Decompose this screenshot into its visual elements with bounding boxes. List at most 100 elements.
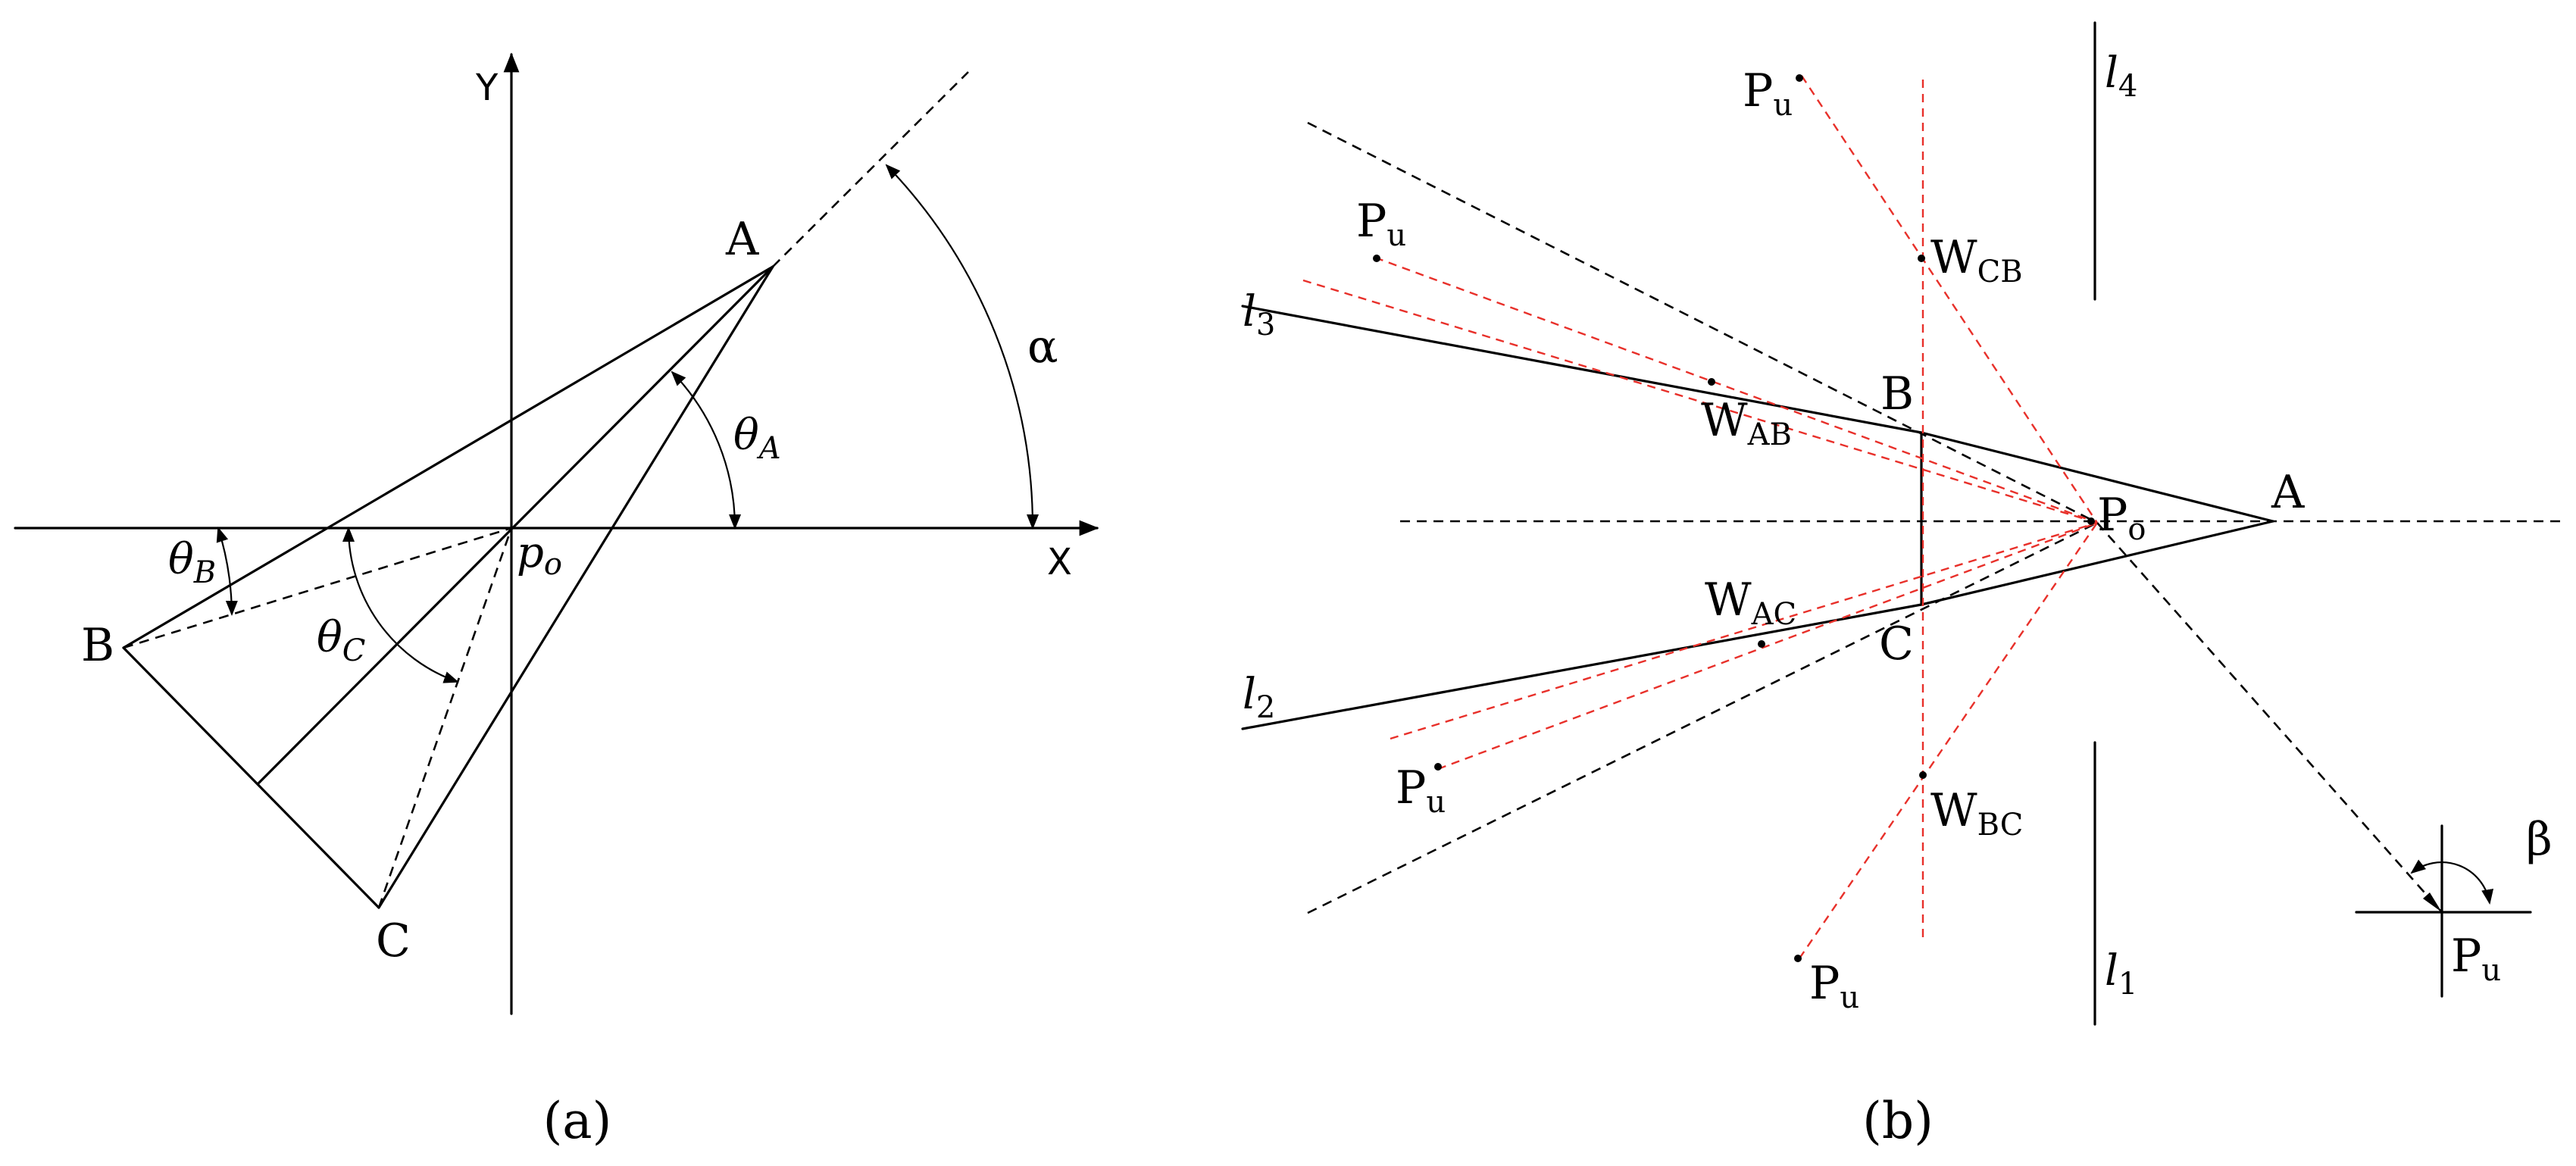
y-axis-label: Y [475, 67, 499, 109]
pu-lower-left-main-text: P [1396, 761, 1426, 814]
edge-b-c [122, 646, 380, 909]
vertex-b-label: B [81, 619, 114, 672]
w-bc-subscript: BC [1977, 808, 2024, 842]
theta-b-subscript: B [193, 555, 216, 590]
theta-b-label: θB [168, 535, 216, 590]
l1-main-text: l [2105, 946, 2118, 996]
median-line [256, 265, 774, 786]
theta-a-main-text: θ [733, 411, 759, 460]
pu-top-main-text: P [1743, 64, 1773, 117]
l3-subscript: 3 [1256, 308, 1275, 342]
pu-label-lower-left: Pu [1396, 761, 1446, 820]
l2-main-text: l [1243, 670, 1256, 719]
po-to-pu-dashed [2096, 522, 2443, 913]
pu-top-subscript: u [1773, 88, 1793, 123]
theta-a-label: θA [733, 411, 781, 466]
pu-label-bottom: Pu [1809, 957, 1859, 1015]
vertex-c-label: C [376, 914, 411, 967]
theta-c-label: θC [317, 613, 365, 668]
pu-label-upper-left: Pu [1356, 195, 1406, 253]
po-point [2087, 517, 2095, 525]
l4-label: l4 [2105, 48, 2137, 104]
origin-main-text: p [517, 528, 544, 577]
panel-a: Y X A B C α po θA θB θC (a) [14, 52, 1099, 1150]
pu-point-bottom [1794, 955, 1802, 962]
theta-a-subscript: A [756, 431, 781, 466]
edge-c-a [1920, 520, 2274, 606]
x-axis-label: X [1047, 541, 1072, 583]
pu-point-lower-left [1434, 763, 1442, 771]
wall-l3 [1241, 305, 1923, 434]
l1-label: l1 [2105, 946, 2137, 1002]
vertex-a-label: A [725, 213, 759, 266]
po-subscript: o [2127, 512, 2146, 547]
beta-arc [2410, 859, 2494, 905]
edge-b-a [122, 265, 774, 649]
upper-diagonal-dashed [1307, 121, 2098, 524]
w-cb-subscript: CB [1977, 255, 2023, 289]
vertex-c-label-b: C [1879, 617, 1914, 671]
pu-label-top: Pu [1743, 64, 1793, 123]
w-bc-main-text: W [1930, 784, 1977, 837]
w-cb-main-text: W [1930, 231, 1977, 284]
po-main-text: P [2097, 489, 2127, 542]
edge-b-a [1920, 431, 2274, 523]
pu-beta-main-text: P [2451, 930, 2481, 983]
red-line-upper-pu-b [1302, 279, 2098, 524]
pu-bottom-main-text: P [1809, 957, 1840, 1010]
theta-c-subscript: C [342, 633, 366, 668]
w-ac-main-text: W [1705, 574, 1752, 627]
red-line-top-pu [1800, 75, 2099, 524]
theta-c-arc [342, 527, 459, 683]
w-bc-point [1919, 771, 1927, 779]
wall-l2 [1241, 603, 1923, 730]
l3-main-text: l [1243, 287, 1256, 336]
pu-label-beta: Pu [2451, 930, 2501, 988]
l4-main-text: l [2105, 48, 2118, 98]
red-line-lower-pu-a [1437, 521, 2098, 771]
theta-b-arc [216, 527, 238, 616]
w-cb-label: WCB [1930, 231, 2023, 289]
po-label: Po [2097, 489, 2146, 547]
pu-point-upper-left [1373, 255, 1380, 262]
l1-subscript: 1 [2118, 967, 2137, 1002]
theta-b-main-text: θ [168, 535, 194, 584]
beta-label: β [2526, 813, 2553, 866]
w-ab-main-text: W [1701, 394, 1748, 447]
l4-subscript: 4 [2118, 69, 2137, 104]
pu-upper-left-subscript: u [1386, 218, 1406, 253]
red-line-bottom-pu [1799, 522, 2098, 959]
w-cb-point [1918, 255, 1925, 262]
pu-arrowhead [2423, 892, 2442, 912]
red-line-upper-pu-a [1374, 256, 2098, 524]
lower-diagonal-dashed [1307, 521, 2098, 914]
pu-upper-left-main-text: P [1356, 195, 1386, 248]
w-ab-subscript: AB [1747, 417, 1792, 452]
w-ac-subscript: AC [1751, 597, 1797, 632]
panel-b: A B C β Po Pu Pu Pu Pu Pu WCB WAB [1241, 21, 2567, 1150]
l2-label: l2 [1243, 670, 1275, 725]
pu-beta-subscript: u [2481, 953, 2501, 988]
w-ac-label: WAC [1705, 574, 1796, 632]
theta-a-arc [671, 370, 742, 530]
vertex-b-label-b: B [1880, 367, 1914, 420]
alpha-label: α [1027, 320, 1058, 374]
origin-subscript: o [544, 547, 562, 582]
w-ac-point [1758, 640, 1765, 648]
pu-lower-left-subscript: u [1426, 785, 1446, 820]
l3-label: l3 [1243, 287, 1275, 342]
w-ab-point [1708, 378, 1715, 386]
w-bc-label: WBC [1930, 784, 2023, 842]
caption-b: (b) [1862, 1092, 1934, 1150]
pu-point-top [1796, 74, 1803, 82]
po-to-c-line [377, 527, 513, 908]
pu-bottom-subscript: u [1840, 980, 1859, 1015]
l2-subscript: 2 [1256, 690, 1275, 725]
alpha-arc [885, 164, 1039, 530]
edge-c-a [377, 265, 774, 909]
origin-label: po [517, 528, 562, 582]
caption-a: (a) [543, 1092, 612, 1150]
theta-c-main-text: θ [317, 613, 342, 662]
red-line-lower-pu-b [1390, 521, 2098, 740]
